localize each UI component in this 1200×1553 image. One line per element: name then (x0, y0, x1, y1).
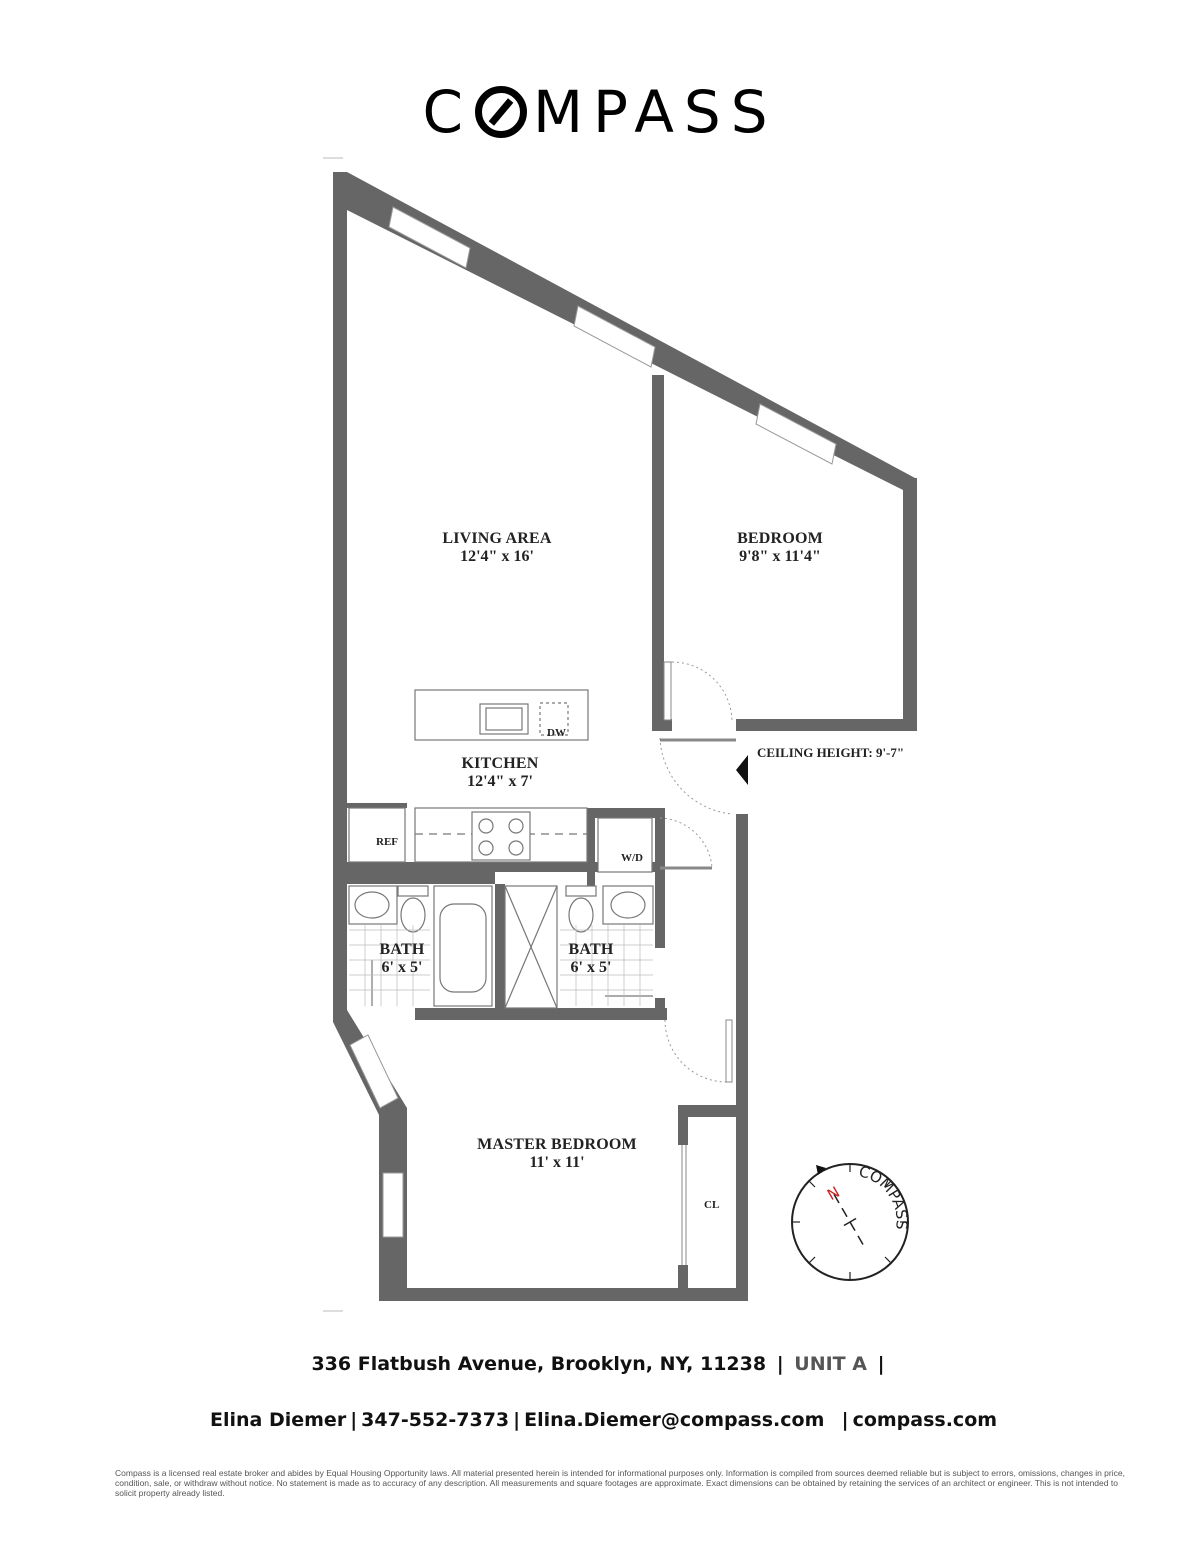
bath1-dim: 6' x 5' (381, 959, 423, 976)
wall-bedroom-right (903, 478, 917, 731)
living-area-name: LIVING AREA (442, 530, 552, 547)
living-area-dim: 12'4" x 16' (460, 548, 534, 565)
address-street: 336 Flatbush Avenue, Brooklyn, NY, 11238 (311, 1353, 767, 1375)
living-area-label: LIVING AREA 12'4" x 16' (397, 530, 597, 566)
contact-sep-2: | (513, 1409, 521, 1431)
burner-4 (508, 840, 524, 856)
wall-bath-bottom (415, 1008, 667, 1020)
bath2-toilet-bowl (568, 897, 594, 933)
island-sink-bowl (485, 707, 523, 731)
compass-rose-ticks (792, 1164, 908, 1280)
kitchen-name: KITCHEN (461, 755, 539, 772)
wall-wd-left (587, 808, 595, 886)
compass-north-pointer-icon (816, 1165, 826, 1175)
bath-tiles (349, 925, 653, 1006)
wall-closet-top (678, 1105, 748, 1117)
legal-disclaimer: Compass is a licensed real estate broker… (115, 1468, 1125, 1498)
burner-3 (478, 840, 494, 856)
wall-bath2-right (655, 808, 665, 948)
bath2-sink (610, 891, 646, 919)
door-bedroom-panel (663, 661, 672, 721)
address-unit: UNIT A (794, 1353, 867, 1375)
agent-website[interactable]: compass.com (852, 1409, 998, 1431)
dw-label: DW (547, 727, 566, 739)
bath-fixtures (348, 885, 654, 1009)
contact-sep-3: | (841, 1409, 849, 1431)
doors (659, 661, 736, 1083)
dishwasher (539, 702, 569, 736)
ceiling-height-note: CEILING HEIGHT: 9'-7" (757, 745, 905, 760)
wall-bottom (379, 1288, 748, 1301)
door-bedroom-swing (671, 661, 733, 723)
door-master-swing (664, 1019, 728, 1083)
door-wd-swing (659, 817, 713, 869)
bath1-sink (354, 891, 390, 919)
wall-bedroom-left (652, 375, 664, 731)
bedroom-dim: 9'8" x 11'4" (739, 548, 821, 565)
address-trailing-separator: | (877, 1353, 885, 1375)
agent-name: Elina Diemer (210, 1409, 347, 1431)
address-separator: | (776, 1353, 784, 1375)
wall-closet-left-top (678, 1105, 688, 1145)
kitchen-dim: 12'4" x 7' (467, 773, 533, 790)
logo-o-mark-icon (474, 86, 527, 138)
bath1-name: BATH (379, 941, 425, 958)
wall-left-upper (333, 172, 347, 1022)
door-master-panel (725, 1019, 733, 1083)
bathtub-basin (439, 903, 487, 993)
window-3 (755, 403, 837, 465)
property-address: 336 Flatbush Avenue, Brooklyn, NY, 11238… (0, 1353, 1200, 1375)
bath2-dim: 6' x 5' (570, 959, 612, 976)
bath1-label: BATH 6' x 5' (352, 941, 452, 977)
kitchen-fixtures (348, 689, 653, 873)
wall-baths-center (495, 884, 505, 1018)
window-5 (382, 1172, 404, 1238)
window-1 (388, 206, 471, 269)
entry-arrow-icon (736, 755, 748, 785)
contact-sep-1: | (350, 1409, 358, 1431)
refrigerator (348, 807, 406, 863)
bath2-name: BATH (568, 941, 614, 958)
kitchen-label: KITCHEN 12'4" x 7' (400, 755, 600, 791)
closet-doors (681, 1145, 687, 1265)
master-bedroom-label: MASTER BEDROOM 11' x 11' (457, 1136, 657, 1172)
bedroom-name: BEDROOM (737, 530, 823, 547)
wall-entry-right (736, 814, 748, 1301)
wall-bath2-right2 (655, 998, 665, 1020)
cl-label: CL (704, 1199, 720, 1211)
wall-ref-top (347, 803, 407, 808)
plan-ticks (323, 157, 343, 1312)
door-entry-swing (659, 737, 733, 815)
agent-phone[interactable]: 347-552-7373 (361, 1409, 510, 1431)
wd-label: W/D (621, 852, 643, 864)
island-sink (479, 703, 529, 735)
washer-dryer (597, 817, 653, 873)
master-bedroom-name: MASTER BEDROOM (477, 1136, 637, 1153)
burner-1 (478, 818, 494, 834)
wall-bedroom-bottom (736, 719, 917, 731)
compass-rose: N COMPASS (791, 1162, 911, 1281)
bedroom-label: BEDROOM 9'8" x 11'4" (680, 530, 880, 566)
agent-email[interactable]: Elina.Diemer@compass.com (524, 1409, 825, 1431)
bath2-label: BATH 6' x 5' (541, 941, 641, 977)
master-bedroom-dim: 11' x 11' (529, 1154, 585, 1171)
ref-label: REF (376, 836, 398, 848)
wall-kitchen-counter-base (405, 862, 655, 872)
window-2 (573, 305, 656, 368)
burner-2 (508, 818, 524, 834)
agent-contact: Elina Diemer|347-552-7373|Elina.Diemer@c… (210, 1409, 997, 1431)
bath2-toilet-tank (565, 885, 597, 897)
wall-closet-left-bottom (678, 1265, 688, 1301)
window-4 (349, 1034, 399, 1109)
wall-wd-closet (587, 808, 659, 818)
bath1-toilet-tank (397, 885, 429, 897)
wall-bedroom-stub (652, 719, 672, 731)
windows (349, 206, 837, 1238)
shower-x2 (504, 885, 558, 1009)
compass-cross (843, 1217, 857, 1227)
